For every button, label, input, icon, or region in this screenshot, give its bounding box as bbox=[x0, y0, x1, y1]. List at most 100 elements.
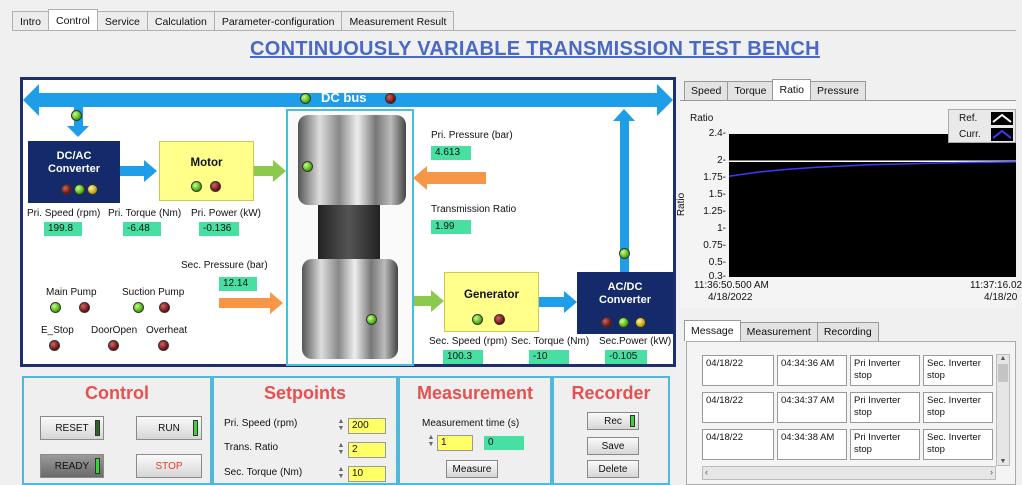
sp-sec-torque-spinner[interactable]: ▲▼ bbox=[337, 466, 345, 480]
dc-bus-arrow-right bbox=[657, 84, 673, 116]
acdc-led-green bbox=[618, 317, 629, 328]
ratio-chart-panel: Ratio Ratio 2.4-2-1.75-1.5-1.25-1-0.75-0… bbox=[676, 100, 1022, 308]
scroll-up-icon[interactable]: ▲ bbox=[999, 355, 1007, 362]
sec-power-label: Sec.Power (kW) bbox=[599, 336, 672, 347]
motor-to-cvt-arrowhead bbox=[273, 160, 286, 182]
msg-pri: Pri Inverter stop bbox=[850, 429, 920, 460]
scroll-left-icon[interactable]: ‹ bbox=[705, 467, 708, 477]
secondary-pulley bbox=[302, 259, 398, 359]
dc-bus-led-green bbox=[300, 93, 311, 104]
tab-parameter-configuration[interactable]: Parameter-configuration bbox=[213, 11, 343, 31]
save-label: Save bbox=[601, 440, 625, 452]
dcac-bus-led bbox=[71, 110, 82, 121]
msg-sec: Sec. Inverter stop bbox=[923, 355, 993, 386]
control-panel: Control RESET RUN READY STOP bbox=[22, 376, 212, 485]
tab-pressure[interactable]: Pressure bbox=[810, 81, 867, 100]
delete-label: Delete bbox=[598, 463, 628, 475]
tab-intro[interactable]: Intro bbox=[12, 11, 50, 31]
measurement-title: Measurement bbox=[416, 383, 534, 403]
sp-pri-speed-spinner[interactable]: ▲▼ bbox=[337, 418, 345, 432]
sp-trans-ratio-spinner[interactable]: ▲▼ bbox=[337, 442, 345, 456]
msg-sec: Sec. Inverter stop bbox=[923, 392, 993, 423]
page-title: CONTINUOUSLY VARIABLE TRANSMISSION TEST … bbox=[250, 38, 820, 60]
tab-speed[interactable]: Speed bbox=[684, 81, 729, 100]
trans-ratio-value: 1.99 bbox=[431, 220, 471, 234]
sec-torque-value: -10 bbox=[529, 350, 569, 364]
meas-time-spinner[interactable]: ▲▼ bbox=[427, 434, 435, 448]
y-tick-label: 0.5- bbox=[708, 257, 726, 269]
recorder-title: Recorder bbox=[571, 383, 651, 403]
delete-button[interactable]: Delete bbox=[587, 460, 639, 478]
tab-ratio[interactable]: Ratio bbox=[772, 79, 811, 100]
sp-trans-ratio-label: Trans. Ratio bbox=[224, 442, 279, 453]
ready-indicator bbox=[95, 458, 100, 474]
measure-button[interactable]: Measure bbox=[446, 460, 498, 478]
tab-recording[interactable]: Recording bbox=[816, 322, 879, 341]
msg-time: 04:34:36 AM bbox=[777, 355, 847, 386]
dcac-to-motor-arrow bbox=[120, 166, 145, 176]
tab-message[interactable]: Message bbox=[684, 320, 741, 341]
acdc-bus-led bbox=[619, 248, 630, 259]
message-horizontal-scrollbar[interactable]: ‹ › bbox=[702, 466, 996, 480]
message-vertical-scrollbar[interactable]: ▲ ▼ bbox=[996, 354, 1010, 466]
reset-button[interactable]: RESET bbox=[40, 416, 104, 440]
overheat-label: Overheat bbox=[146, 325, 188, 336]
secondary-pulley-led bbox=[366, 314, 377, 325]
stop-button[interactable]: STOP bbox=[136, 454, 202, 478]
test-bench-diagram: DC bus DC/AC Converter Motor Pri. Speed … bbox=[20, 77, 676, 367]
pri-torque-value: -6.48 bbox=[123, 222, 161, 236]
bus-to-dcac-arrowhead bbox=[67, 126, 89, 137]
save-button[interactable]: Save bbox=[587, 437, 639, 455]
dcac-led-yellow bbox=[87, 184, 98, 195]
tab-measurement-result[interactable]: Measurement Result bbox=[341, 11, 455, 31]
scroll-right-icon[interactable]: › bbox=[990, 467, 993, 477]
y-tick-label: 1- bbox=[717, 223, 726, 235]
setpoints-panel: Setpoints Pri. Speed (rpm) ▲▼ 200 Trans.… bbox=[212, 376, 398, 485]
y-tick-label: 1.75- bbox=[703, 172, 726, 184]
meas-time-input[interactable]: 1 bbox=[437, 435, 473, 451]
generator-label: Generator bbox=[464, 289, 519, 301]
cvt-to-generator-arrow bbox=[414, 296, 432, 306]
x-start-date: 4/18/2022 bbox=[708, 292, 753, 303]
pri-pressure-arrow bbox=[426, 172, 486, 184]
y-tick-label: 0.3- bbox=[708, 271, 726, 282]
msg-pri: Pri Inverter stop bbox=[850, 392, 920, 423]
rec-label: Rec bbox=[604, 415, 622, 427]
sp-pri-speed-input[interactable]: 200 bbox=[348, 418, 386, 434]
acdc-line1: AC/DC bbox=[607, 281, 643, 293]
x-end-date: 4/18/20 bbox=[984, 292, 1018, 303]
sp-pri-speed-label: Pri. Speed (rpm) bbox=[224, 418, 298, 429]
x-start-label: 11:36:50.500 AM bbox=[694, 280, 769, 291]
generator-led-green bbox=[472, 314, 483, 325]
message-tab-bar: Message Measurement Recording bbox=[684, 320, 879, 341]
rec-button[interactable]: Rec bbox=[587, 412, 639, 430]
message-panel: 04/18/22 04:34:36 AM Pri Inverter stop S… bbox=[686, 341, 1016, 485]
reset-indicator bbox=[95, 420, 100, 436]
sp-trans-ratio-input[interactable]: 2 bbox=[348, 442, 386, 458]
scroll-thumb[interactable] bbox=[998, 364, 1008, 382]
pri-power-label: Pri. Power (kW) bbox=[191, 208, 261, 219]
sp-sec-torque-input[interactable]: 10 bbox=[348, 466, 386, 482]
tab-control[interactable]: Control bbox=[48, 9, 98, 31]
meas-counter: 0 bbox=[484, 436, 524, 450]
tab-calculation[interactable]: Calculation bbox=[146, 11, 215, 31]
msg-date: 04/18/22 bbox=[702, 355, 774, 386]
tab-service[interactable]: Service bbox=[96, 11, 148, 31]
scroll-down-icon[interactable]: ▼ bbox=[999, 458, 1007, 465]
overheat-led bbox=[158, 340, 169, 351]
ready-button[interactable]: READY bbox=[40, 454, 104, 478]
run-button[interactable]: RUN bbox=[136, 416, 202, 440]
tab-torque[interactable]: Torque bbox=[727, 81, 774, 100]
ratio-plot[interactable] bbox=[728, 134, 1017, 277]
dcac-converter-box: DC/AC Converter bbox=[28, 141, 120, 203]
motor-led-red bbox=[210, 181, 221, 192]
acdc-line2: Converter bbox=[599, 294, 651, 306]
e-stop-label: E_Stop bbox=[41, 325, 74, 336]
sp-sec-torque-label: Sec. Torque (Nm) bbox=[224, 467, 303, 478]
msg-pri: Pri Inverter stop bbox=[850, 355, 920, 386]
tab-measurement[interactable]: Measurement bbox=[739, 322, 818, 341]
tab-divider bbox=[12, 30, 1016, 31]
y-tick-label: 0.75- bbox=[703, 240, 726, 252]
ready-label: READY bbox=[54, 460, 90, 472]
